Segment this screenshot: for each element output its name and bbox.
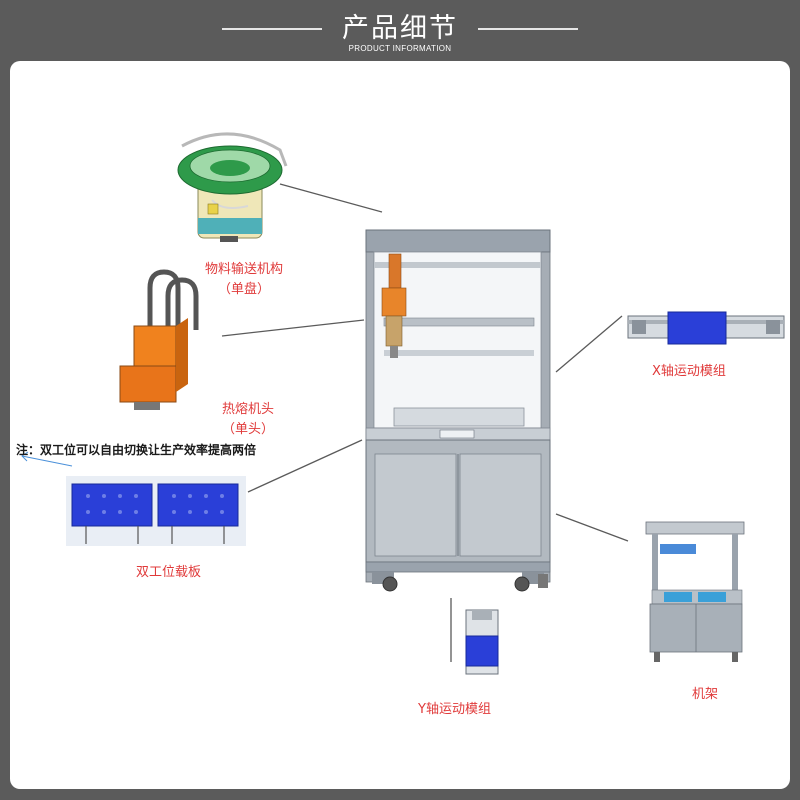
dual-station-note: 注：双工位可以自由切换让生产效率提高两倍 bbox=[16, 443, 257, 457]
note-arrow bbox=[21, 451, 73, 467]
connector-dual-station bbox=[247, 439, 363, 493]
page-subtitle: PRODUCT INFORMATION bbox=[348, 44, 452, 53]
feeder-bowl-illustration bbox=[177, 132, 288, 242]
machine-illustration bbox=[365, 229, 551, 592]
label-feeder-line2: （单盘） bbox=[217, 282, 270, 297]
label-x-axis: X轴运动模组 bbox=[652, 364, 726, 379]
connector-hot-melt bbox=[221, 319, 365, 337]
header: 产品细节 PRODUCT INFORMATION bbox=[0, 0, 800, 62]
label-hot-melt: 热熔机头 （单头） bbox=[208, 398, 288, 437]
dual-station-plates-illustration bbox=[66, 476, 246, 546]
label-feeder-line1: 物料输送机构 bbox=[204, 262, 283, 277]
x-axis-module-illustration bbox=[627, 311, 785, 345]
header-rule-left bbox=[222, 28, 322, 30]
hot-melt-head-illustration bbox=[119, 269, 199, 410]
label-frame: 机架 bbox=[692, 687, 719, 702]
y-axis-module-illustration bbox=[465, 609, 499, 675]
label-hot-melt-line2: （单头） bbox=[221, 422, 274, 437]
label-feeder: 物料输送机构 （单盘） bbox=[196, 258, 292, 297]
connector-lines bbox=[221, 183, 629, 662]
frame-illustration bbox=[645, 521, 745, 662]
label-hot-melt-line1: 热熔机头 bbox=[221, 402, 274, 417]
header-rule-right bbox=[478, 28, 578, 30]
label-y-axis: Y轴运动模组 bbox=[418, 702, 491, 717]
page-title: 产品细节 bbox=[342, 13, 458, 44]
connector-feeder bbox=[279, 183, 383, 213]
connector-x-axis bbox=[555, 315, 623, 373]
label-dual-station: 双工位载板 bbox=[136, 565, 202, 580]
connector-frame bbox=[555, 513, 629, 542]
